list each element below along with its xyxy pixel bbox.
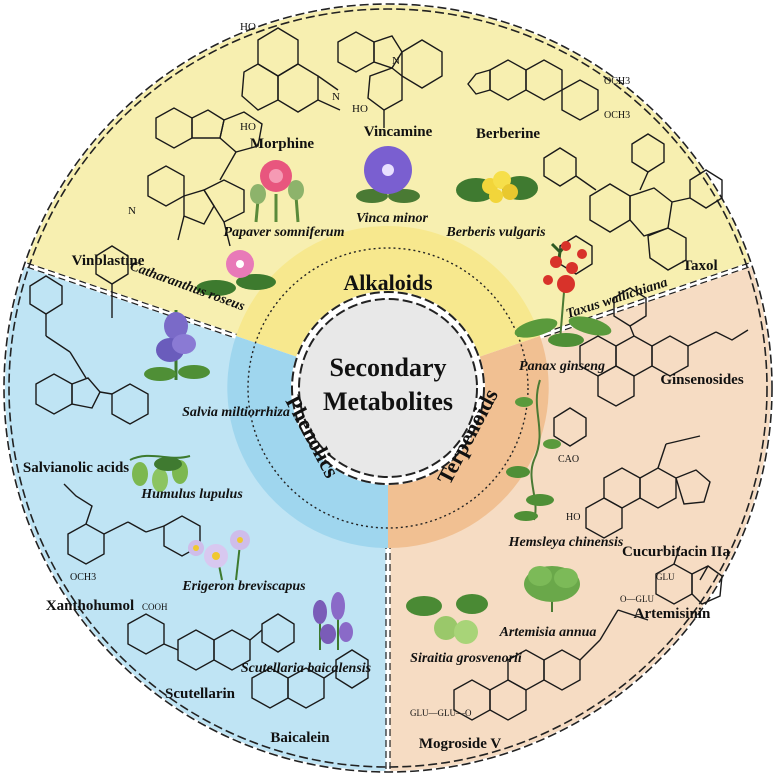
cucurbitacin-label: Cucurbitacin IIa — [622, 544, 730, 560]
phenolics-structures: Salvianolic acids OCH3 Xanthohumol COOH … — [23, 245, 369, 746]
morphine-structure: HO HO N — [240, 21, 341, 133]
vinblastine-structure: N — [128, 107, 263, 247]
scutellarin-structure: COOH — [127, 602, 295, 671]
scutellaria-illustration — [313, 592, 353, 650]
salvia-illustration — [144, 310, 210, 381]
humulus-label: Humulus lupulus — [140, 487, 243, 502]
alkaloids-label: Alkaloids — [343, 270, 433, 295]
svg-text:CAO: CAO — [558, 454, 579, 465]
mogroside-label: Mogroside V — [419, 736, 502, 752]
phenolics-plants: Salvia miltiorrhiza Humulus lupulus Erig… — [129, 310, 372, 676]
scutellarin-label: Scutellarin — [165, 686, 236, 702]
ginseng-illustration — [514, 275, 612, 347]
svg-text:HO: HO — [240, 21, 256, 33]
vincamine-label: Vincamine — [364, 124, 433, 140]
vinblastine-label: Vinblastine — [72, 253, 145, 269]
outer-border — [3, 3, 773, 773]
svg-text:GLU—GLU—O: GLU—GLU—O — [410, 708, 472, 718]
berberine-structure: OCH3 OCH3 — [467, 59, 630, 121]
ginsenosides-label: Ginsenosides — [660, 372, 744, 388]
papaver-label: Papaver somniferum — [224, 225, 345, 240]
alkaloids-structures: HO HO N Morphine HO N Vincamine OCH3 OCH… — [72, 21, 723, 275]
terpenoids-plants: Panax ginseng Hemsleya chinensis Artemis… — [406, 275, 624, 666]
xanthohumol-label: Xanthohumol — [46, 598, 134, 614]
mogroside-structure: GLU—GLU—O O—GLU GLU — [410, 572, 675, 721]
hemsleya-label: Hemsleya chinensis — [508, 535, 624, 550]
artemisia-illustration — [524, 566, 580, 612]
svg-text:HO: HO — [352, 103, 368, 115]
center-title-line1: Secondary — [330, 353, 447, 382]
siraitia-illustration — [406, 594, 488, 644]
erigeron-illustration — [188, 530, 250, 581]
taxol-label: Taxol — [682, 258, 717, 274]
terpenoids-structures: Ginsenosides CAO HO Cucurbitacin IIa Art… — [410, 287, 749, 752]
svg-text:OCH3: OCH3 — [604, 110, 630, 121]
vinca-illustration — [356, 146, 420, 203]
vinca-label: Vinca minor — [356, 211, 429, 226]
berberis-label: Berberis vulgaris — [445, 225, 546, 240]
catharanthus-illustration — [196, 250, 276, 296]
artemisinin-structure — [655, 545, 723, 605]
erigeron-label: Erigeron breviscapus — [181, 579, 306, 594]
scutellaria-label: Scutellaria baicalensis — [241, 661, 372, 676]
center-hub: Secondary Metabolites — [291, 291, 485, 485]
morphine-label: Morphine — [250, 136, 315, 152]
svg-text:GLU: GLU — [656, 572, 675, 582]
svg-text:N: N — [332, 91, 340, 103]
poppy-illustration — [250, 160, 304, 223]
svg-text:HO: HO — [566, 512, 580, 523]
cucurbitacin-structure: CAO HO — [558, 435, 711, 539]
artemisinin-label: Artemisinin — [634, 606, 711, 622]
svg-text:N: N — [128, 205, 136, 217]
salvianolic-structure — [29, 245, 149, 425]
svg-text:O—GLU: O—GLU — [620, 594, 654, 604]
xanthohumol-structure: OCH3 — [63, 483, 201, 583]
ginsenosides-structure — [553, 287, 749, 447]
svg-text:OCH3: OCH3 — [604, 76, 630, 87]
salvia-label: Salvia miltiorrhiza — [182, 405, 290, 420]
salvianolic-label: Salvianolic acids — [23, 460, 129, 476]
artemisia-label: Artemisia annua — [499, 625, 597, 640]
taxus-illustration — [543, 241, 587, 285]
berberine-label: Berberine — [476, 126, 540, 142]
taxol-structure — [543, 133, 723, 275]
svg-text:N: N — [392, 55, 400, 67]
panax-label: Panax ginseng — [519, 359, 605, 374]
berberis-illustration — [456, 171, 538, 203]
humulus-illustration — [129, 454, 191, 492]
svg-text:OCH3: OCH3 — [70, 572, 96, 583]
baicalein-label: Baicalein — [270, 730, 330, 746]
svg-text:HO: HO — [240, 121, 256, 133]
siraitia-label: Siraitia grosvenorii — [410, 651, 522, 666]
svg-text:COOH: COOH — [142, 602, 168, 612]
hemsleya-illustration — [506, 379, 561, 521]
baicalein-structure — [251, 649, 369, 709]
center-title-line2: Metabolites — [323, 387, 453, 416]
vincamine-structure: HO N — [337, 31, 443, 128]
